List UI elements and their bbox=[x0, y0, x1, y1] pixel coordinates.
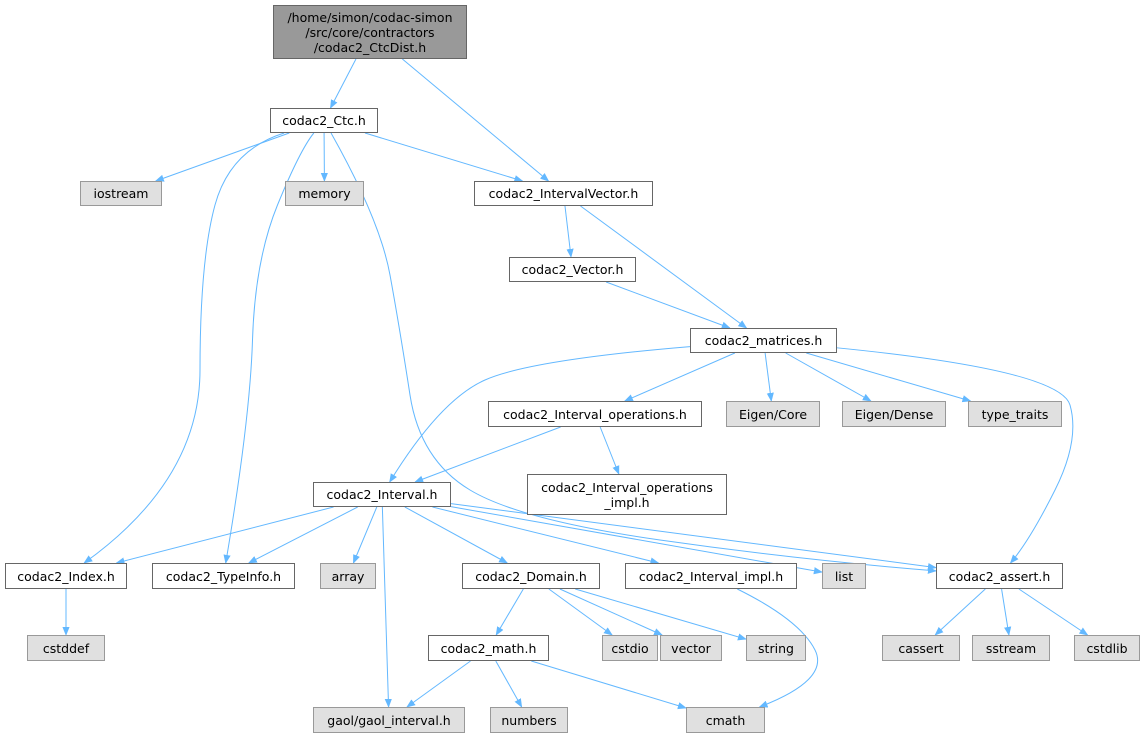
edge-assert-to-cstdlib bbox=[1018, 588, 1089, 636]
edge-math-to-gaol bbox=[406, 660, 471, 708]
edge-iops-to-interval bbox=[414, 426, 561, 483]
edge-matrices-to-eigencore bbox=[764, 352, 774, 402]
edge-matrices-to-assert bbox=[836, 347, 1074, 564]
edge-domain-to-string bbox=[575, 588, 747, 641]
node-index[interactable]: codac2_Index.h bbox=[5, 563, 127, 589]
node-math[interactable]: codac2_math.h bbox=[428, 635, 549, 661]
node-eigencore: Eigen/Core bbox=[726, 401, 820, 427]
edge-domain-to-cstdio bbox=[548, 588, 613, 636]
edge-matrices-to-typetraits bbox=[806, 352, 972, 403]
node-cstdlib: cstdlib bbox=[1074, 635, 1140, 661]
edge-iops-to-iopsimpl bbox=[599, 426, 620, 475]
node-assert[interactable]: codac2_assert.h bbox=[936, 563, 1063, 589]
edge-interval-to-index bbox=[115, 506, 334, 565]
node-numbers: numbers bbox=[490, 707, 568, 733]
node-array: array bbox=[320, 563, 376, 589]
node-matrices[interactable]: codac2_matrices.h bbox=[690, 328, 837, 353]
node-string: string bbox=[746, 635, 806, 661]
edge-matrices-to-iops bbox=[623, 352, 736, 402]
edge-root-to-ivec bbox=[402, 58, 550, 182]
edge-domain-to-vector bbox=[559, 588, 663, 636]
node-typeinfo[interactable]: codac2_TypeInfo.h bbox=[152, 563, 295, 589]
node-cassert: cassert bbox=[882, 635, 960, 661]
edge-interval-to-gaol bbox=[381, 506, 392, 708]
node-typetraits: type_traits bbox=[968, 401, 1062, 427]
node-vec[interactable]: codac2_Vector.h bbox=[509, 257, 636, 282]
edge-ivec-to-matrices bbox=[580, 205, 748, 329]
node-domain[interactable]: codac2_Domain.h bbox=[462, 563, 600, 589]
edge-matrices-to-interval bbox=[389, 346, 691, 483]
edge-assert-to-cassert bbox=[934, 588, 986, 636]
node-eigendense: Eigen/Dense bbox=[842, 401, 946, 427]
edge-ctc-to-ivec bbox=[364, 132, 524, 183]
edge-interval-to-list bbox=[450, 506, 823, 575]
node-iostream: iostream bbox=[80, 181, 162, 206]
edge-ctc-to-assert bbox=[330, 132, 937, 574]
edge-interval-to-domain bbox=[404, 506, 509, 564]
edge-math-to-numbers bbox=[495, 660, 523, 708]
edge-domain-to-math bbox=[495, 588, 524, 636]
node-iimpl[interactable]: codac2_Interval_impl.h bbox=[625, 563, 797, 589]
node-list: list bbox=[822, 563, 866, 589]
edge-ctc-to-iostream bbox=[154, 132, 290, 182]
node-cmath: cmath bbox=[686, 707, 765, 733]
node-root[interactable]: /home/simon/codac-simon /src/core/contra… bbox=[273, 5, 467, 59]
node-iops[interactable]: codac2_Interval_operations.h bbox=[488, 401, 702, 427]
edge-interval-to-array bbox=[352, 506, 378, 564]
node-cstdio: cstdio bbox=[602, 635, 658, 661]
node-ctc[interactable]: codac2_Ctc.h bbox=[270, 108, 378, 133]
edge-interval-to-typeinfo bbox=[247, 506, 358, 564]
edge-math-to-cmath bbox=[531, 660, 687, 710]
edge-ctc-to-index bbox=[83, 132, 285, 564]
node-memory: memory bbox=[285, 181, 364, 206]
edge-iimpl-to-cmath bbox=[737, 588, 819, 708]
node-sstream: sstream bbox=[972, 635, 1050, 661]
node-ivec[interactable]: codac2_IntervalVector.h bbox=[474, 181, 653, 206]
node-iopsimpl[interactable]: codac2_Interval_operations _impl.h bbox=[527, 474, 727, 515]
edge-ctc-to-typeinfo bbox=[223, 132, 315, 564]
edge-ivec-to-vec bbox=[564, 205, 574, 258]
node-interval[interactable]: codac2_Interval.h bbox=[313, 482, 451, 507]
edge-vec-to-matrices bbox=[605, 281, 731, 329]
edge-matrices-to-eigendense bbox=[785, 352, 872, 402]
node-vector: vector bbox=[660, 635, 722, 661]
edge-assert-to-sstream bbox=[1001, 588, 1012, 636]
edge-interval-to-iimpl bbox=[432, 506, 660, 565]
node-gaol: gaol/gaol_interval.h bbox=[313, 707, 465, 733]
edge-root-to-ctc bbox=[330, 58, 357, 109]
node-cstddef: cstddef bbox=[27, 635, 105, 661]
